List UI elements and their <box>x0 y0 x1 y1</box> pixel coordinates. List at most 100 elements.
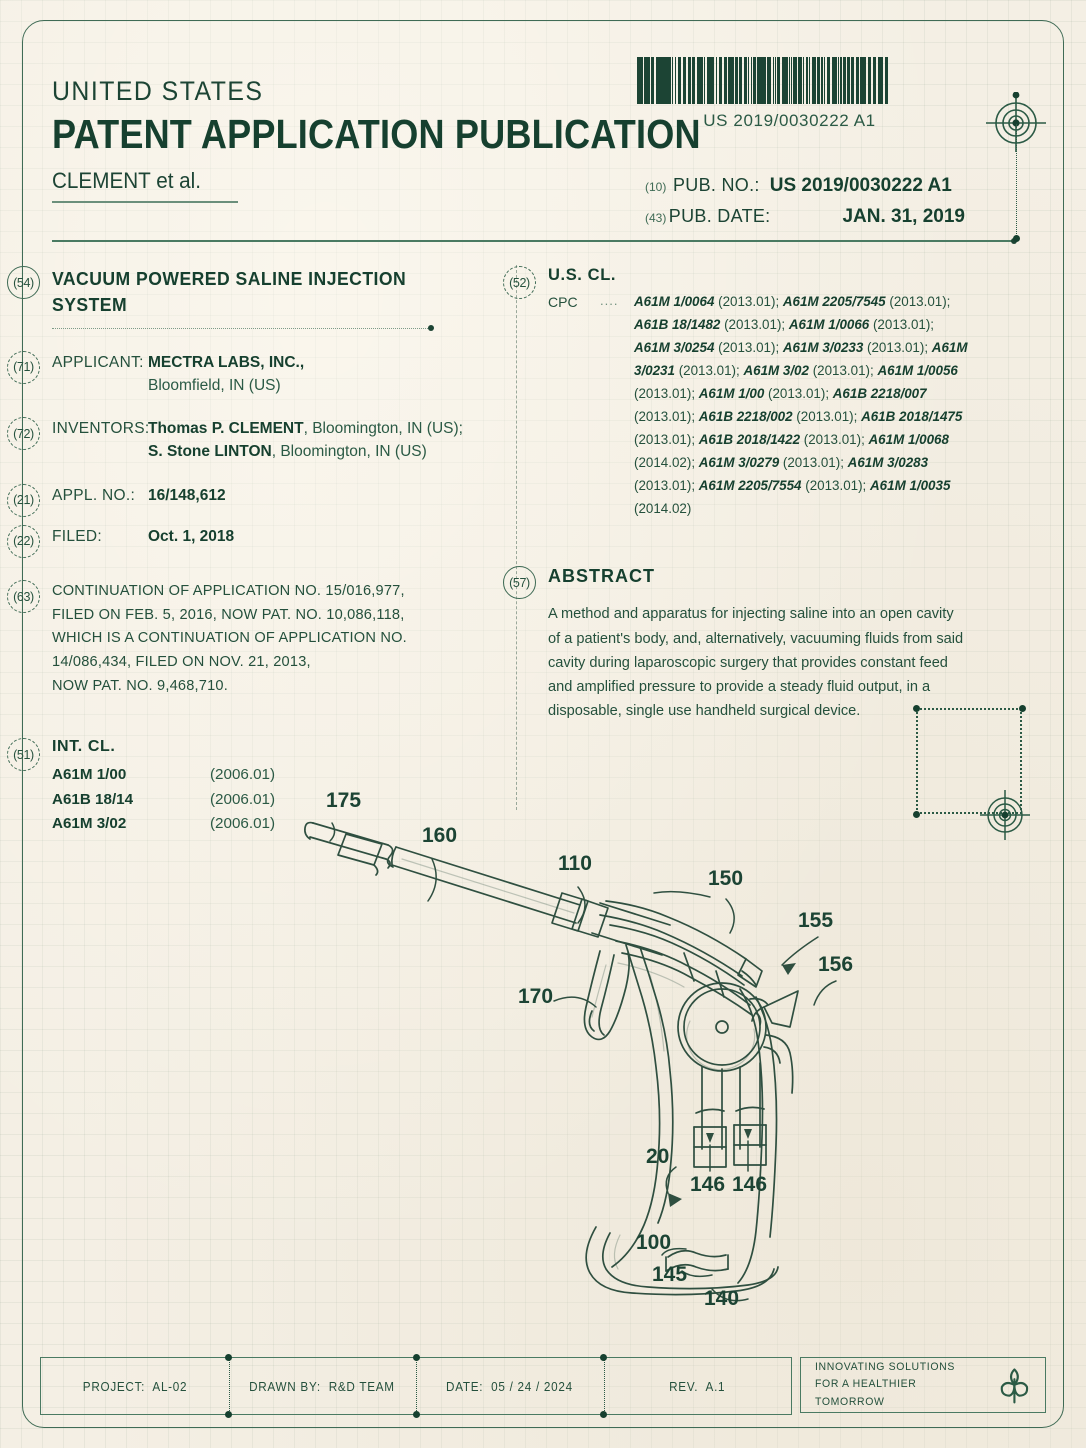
registration-drop-line-top <box>1013 124 1021 242</box>
cpc-version: (2013.01); <box>801 478 870 494</box>
cpc-version: (2013.01); <box>863 340 932 356</box>
cpc-version: (2013.01); <box>792 409 862 425</box>
inventors-section: (72) INVENTORS: Thomas P. CLEMENT, Bloom… <box>7 417 492 464</box>
title-dotted-underline <box>52 324 434 331</box>
cpc-code: A61M 3/02 <box>743 363 809 379</box>
related-code-tag: (63) <box>7 580 40 614</box>
cpc-code: A61M 1/0056 <box>877 363 958 379</box>
brand-tagline: INNOVATING SOLUTIONS FOR A HEALTHIER TOM… <box>815 1359 984 1410</box>
brand-line-2: FOR A HEALTHIER TOMORROW <box>815 1378 917 1408</box>
int-cl-version: (2006.01) <box>210 766 276 784</box>
cpc-version: (2013.01); <box>800 432 869 448</box>
cpc-version: (2013.01); <box>869 317 935 333</box>
abstract-heading: ABSTRACT <box>548 566 655 587</box>
cpc-code: A61M 2205/7554 <box>698 478 802 494</box>
related-line: NOW PAT. NO. 9,468,710. <box>52 677 229 694</box>
document-header: UNITED STATES PATENT APPLICATION PUBLICA… <box>52 76 701 203</box>
cpc-version: (2013.01); <box>808 363 878 379</box>
int-cl-version: (2006.01) <box>210 790 276 808</box>
cpc-code: A61M 3/0231 <box>634 340 968 379</box>
callout-110: 110 <box>558 852 592 875</box>
classification-right-column: (52) U.S. CL. CPC .... A61M 1/0064 (2013… <box>503 266 968 739</box>
footer-drawn-by-text: DRAWN BY: R&D TEAM <box>249 1378 396 1394</box>
filed-code-tag: (22) <box>7 524 40 558</box>
related-line: 14/086,434, FILED ON NOV. 21, 2013, <box>52 653 311 670</box>
cpc-code: A61M 2205/7545 <box>782 294 886 309</box>
inventors-code-tag: (72) <box>7 417 40 451</box>
abstract-text: A method and apparatus for injecting sal… <box>548 606 964 720</box>
int-cl-version: (2006.01) <box>210 815 276 833</box>
callout-140: 140 <box>704 1287 739 1310</box>
cpc-code: A61M 3/0283 <box>847 455 929 471</box>
inventors-value: Thomas P. CLEMENT, Bloomington, IN (US);… <box>148 417 492 464</box>
filed-value: Oct. 1, 2018 <box>148 525 492 548</box>
footer-cell-date: DATE: 05 / 24 / 2024 <box>412 1354 604 1418</box>
us-cl-code-tag: (52) <box>503 266 536 299</box>
footer-rev-text: REV. A.1 <box>669 1378 726 1394</box>
int-cl-code: A61B 18/14 <box>52 790 134 808</box>
barcode-icon <box>637 57 942 104</box>
sprout-icon <box>1000 1368 1029 1404</box>
cpc-version: (2013.01); <box>674 363 744 379</box>
applicant-location: Bloomfield, IN (US) <box>148 376 281 394</box>
int-cl-row: A61B 18/14 (2006.01) <box>52 788 492 813</box>
applicant-name: MECTRA LABS, INC., <box>148 353 305 371</box>
filed-label: FILED: <box>52 527 103 545</box>
cpc-key: CPC <box>548 294 578 310</box>
invention-title: VACUUM POWERED SALINE INJECTION SYSTEM <box>52 268 407 316</box>
footer-date-text: DATE: 05 / 24 / 2024 <box>446 1378 574 1394</box>
applicant-code-tag: (71) <box>7 350 40 384</box>
pub-date-value: JAN. 31, 2019 <box>842 206 965 227</box>
inventors-field: INVENTORS: Thomas P. CLEMENT, Bloomingto… <box>52 417 492 464</box>
pub-no-value: US 2019/0030222 A1 <box>769 175 952 196</box>
footer-cell-project: PROJECT: AL-02 <box>41 1358 229 1414</box>
country-line: UNITED STATES <box>52 76 264 106</box>
int-cl-code-tag: (51) <box>7 738 40 772</box>
us-cl-section: (52) U.S. CL. CPC .... A61M 1/0064 (2013… <box>503 266 968 520</box>
us-cl-heading: U.S. CL. <box>548 266 617 284</box>
barcode-number: US 2019/0030222 A1 <box>703 111 876 130</box>
cpc-code: A61B 2018/1475 <box>861 409 963 425</box>
header-divider-rule <box>52 238 1017 243</box>
filed-date: Oct. 1, 2018 <box>148 527 235 545</box>
title-block-footer: PROJECT: AL-02 DRAWN BY: R&D TEAM DATE: … <box>40 1354 792 1418</box>
footer-cell-drawn-by: DRAWN BY: R&D TEAM <box>225 1354 417 1418</box>
cpc-code: A61B 18/1482 <box>634 317 721 333</box>
cpc-leader-dots: .... <box>600 293 619 308</box>
int-cl-section: (51) INT. CL. A61M 1/00 (2006.01) A61B 1… <box>7 738 492 837</box>
cpc-code: A61B 2218/007 <box>832 386 927 402</box>
pub-date-label: PUB. DATE: <box>668 206 771 226</box>
cpc-version: (2013.01); <box>714 294 783 309</box>
cpc-code: A61M 1/00 <box>698 386 765 402</box>
abstract-code-tag: (57) <box>503 566 536 600</box>
pub-date-row: (43) PUB. DATE: JAN. 31, 2019 <box>645 206 965 228</box>
inventor-1-location: , Bloomington, IN (US); <box>303 420 463 438</box>
int-cl-code: A61M 3/02 <box>52 815 127 833</box>
appl-no-label: APPL. NO.: <box>52 486 136 504</box>
cpc-version: (2013.01); <box>720 317 789 333</box>
cpc-version: (2013.01); <box>634 386 699 402</box>
appl-no-number: 16/148,612 <box>148 486 226 504</box>
callout-156: 156 <box>818 953 853 976</box>
related-line: CONTINUATION OF APPLICATION NO. 15/016,9… <box>52 583 405 600</box>
pub-no-label: PUB. NO.: <box>673 175 760 195</box>
filed-field: FILED: Oct. 1, 2018 <box>52 525 492 548</box>
bibliographic-left-column: (54) VACUUM POWERED SALINE INJECTION SYS… <box>7 266 492 852</box>
cpc-code: A61M 3/0233 <box>782 340 864 356</box>
inventor-1-name: Thomas P. CLEMENT <box>148 420 304 438</box>
cpc-block: CPC .... A61M 1/0064 (2013.01); A61M 220… <box>548 290 968 520</box>
appl-no-field: APPL. NO.: 16/148,612 <box>52 484 492 507</box>
cpc-code: A61M 1/0064 <box>634 294 715 309</box>
cpc-version: (2013.01); <box>634 432 699 448</box>
cpc-code: A61M 3/0279 <box>698 455 780 471</box>
pub-no-code: (10) <box>645 180 667 194</box>
appl-no-code-tag: (21) <box>7 483 40 517</box>
patent-figure: 175 160 110 150 155 156 170 146 146 20 1… <box>270 775 870 1355</box>
int-cl-code: A61M 1/00 <box>52 766 127 784</box>
cpc-code: A61M 1/0068 <box>868 432 949 448</box>
pub-date-code: (43) <box>645 211 667 225</box>
footer-project-text: PROJECT: AL-02 <box>82 1378 187 1394</box>
callout-146-right: 146 <box>732 1173 767 1196</box>
footer-cell-rev: REV. A.1 <box>600 1354 792 1418</box>
related-line: FILED ON FEB. 5, 2016, NOW PAT. NO. 10,0… <box>52 606 405 623</box>
